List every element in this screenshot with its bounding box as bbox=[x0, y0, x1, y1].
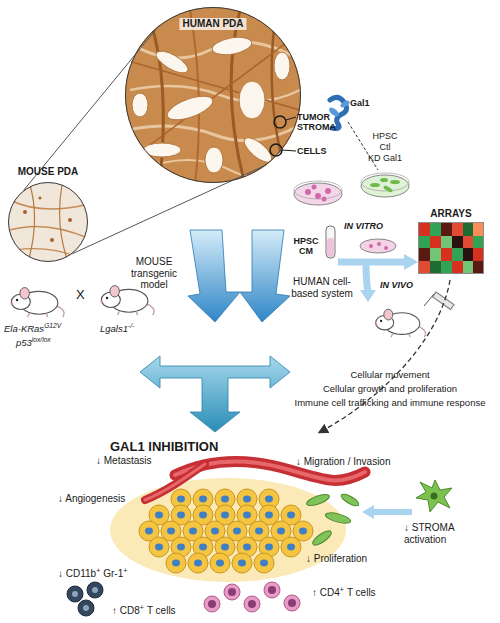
label-group: Lgals1-/- bbox=[100, 322, 134, 335]
label-text: IN VIVO bbox=[380, 280, 413, 290]
big-arrow bbox=[240, 230, 290, 322]
tumor-cell-dish bbox=[294, 181, 342, 205]
label-text: Immune cell trafficking and immune respo… bbox=[285, 398, 495, 409]
label-text: ↓ Metastasis bbox=[96, 455, 152, 467]
label-text: ↓ Proliferation bbox=[306, 553, 367, 565]
label-text: ↓ CD11b bbox=[58, 568, 96, 579]
label-text: p53 bbox=[16, 337, 32, 348]
conditioned-media-tube bbox=[326, 226, 335, 258]
label-group: ↑ CD4+T cells bbox=[312, 586, 376, 599]
label-text: KD Gal1 bbox=[360, 153, 410, 163]
mouse bbox=[375, 309, 426, 337]
superscript: lox/lox bbox=[32, 336, 51, 343]
mouse bbox=[11, 288, 64, 317]
mouse-pda-texture bbox=[5, 180, 91, 266]
label-group: p53lox/lox bbox=[16, 336, 51, 349]
label-text: Gr-1 bbox=[103, 568, 123, 579]
label-text: HPSC CM bbox=[290, 236, 322, 257]
superscript: + bbox=[340, 586, 344, 593]
label-text: CELLS bbox=[297, 146, 327, 156]
label-group: ↑ CD8+T cells bbox=[112, 604, 176, 617]
superscript: -/- bbox=[128, 322, 134, 329]
human-pda-texture bbox=[120, 2, 310, 192]
label-text: IN VITRO bbox=[344, 221, 383, 231]
stroma-cell bbox=[362, 480, 452, 519]
label-text: X bbox=[76, 288, 85, 303]
label-group: ↓ CD11b+Gr-1+ bbox=[58, 567, 127, 580]
superscript: G12V bbox=[44, 322, 61, 329]
superscript: + bbox=[96, 567, 100, 574]
dashed-arrow bbox=[320, 280, 450, 432]
array-box: ARRAYS bbox=[418, 222, 484, 274]
tissue-circle: HUMAN PDA bbox=[125, 7, 301, 183]
label-text: Gal1 bbox=[350, 98, 370, 108]
convergence-arrow bbox=[140, 356, 290, 432]
node-title: HUMAN PDA bbox=[179, 18, 246, 30]
label-text: ↓ STROMA activation bbox=[404, 522, 484, 545]
label-text: HUMAN cell-based system bbox=[290, 276, 354, 299]
big-arrow bbox=[188, 230, 240, 322]
hpsc-dish bbox=[361, 173, 409, 197]
tissue-circle: MOUSE PDA bbox=[8, 182, 88, 262]
myeloid-cells bbox=[67, 582, 103, 616]
label-text: Cellular growth and proliferation bbox=[285, 384, 495, 395]
in-vitro-dish bbox=[360, 239, 396, 253]
node-title: MOUSE PDA bbox=[0, 166, 107, 178]
zoom-line bbox=[72, 165, 266, 254]
label-text: TUMOR STROMA bbox=[297, 112, 341, 133]
label-group: Ela-KRasG12V bbox=[4, 322, 61, 335]
label-text: ↑ CD4 bbox=[312, 587, 340, 598]
zoom-line bbox=[24, 25, 160, 190]
label-text: Ela-KRas bbox=[4, 323, 44, 334]
label-text: MOUSE transgenic model bbox=[122, 256, 186, 291]
heatmap bbox=[418, 222, 484, 274]
superscript: + bbox=[140, 604, 144, 611]
mouse bbox=[101, 286, 154, 315]
label-text: ↓ Migration / Invasion bbox=[296, 456, 391, 468]
label-text: ↑ CD8 bbox=[112, 605, 140, 616]
label-text: T cells bbox=[347, 587, 376, 598]
node-title: ARRAYS bbox=[399, 208, 500, 220]
label-text: Ctl bbox=[360, 142, 410, 152]
label-text: HPSC bbox=[360, 131, 410, 141]
superscript: + bbox=[123, 567, 127, 574]
syringe bbox=[424, 292, 454, 310]
t-cells bbox=[204, 582, 300, 612]
label-text: Lgals1 bbox=[100, 323, 128, 334]
label-text: Cellular movement bbox=[285, 370, 495, 381]
label-text: GAL1 INHIBITION bbox=[110, 440, 218, 455]
stroma-callout bbox=[270, 116, 296, 156]
label-text: ↓ Angiogenesis bbox=[58, 493, 125, 505]
label-text: T cells bbox=[147, 605, 176, 616]
